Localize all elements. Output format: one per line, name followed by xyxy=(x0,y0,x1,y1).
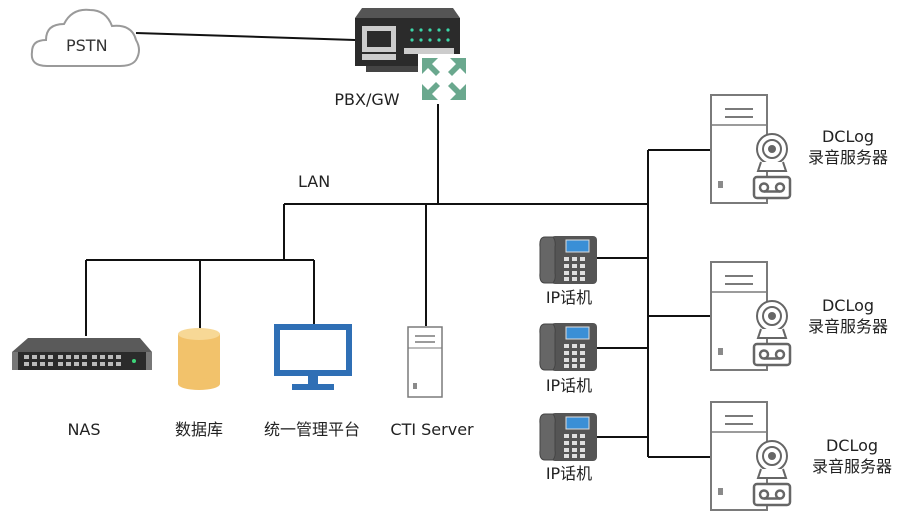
server-tower-icon xyxy=(407,326,443,398)
cti-server-label: CTI Server xyxy=(390,420,474,439)
lan-label: LAN xyxy=(298,172,331,191)
ip-phone-icon xyxy=(539,235,598,285)
connection-lines xyxy=(85,32,710,458)
dclog-label-1-subtitle: 录音服务器 xyxy=(807,148,889,167)
cloud-icon xyxy=(30,8,140,67)
platform-label: 统一管理平台 xyxy=(263,420,361,439)
nas-label: NAS xyxy=(67,420,101,439)
ip-phone-label-1: IP话机 xyxy=(545,288,593,307)
nas-rack-icon xyxy=(12,338,152,370)
webcam-icon xyxy=(756,300,788,339)
cassette-tape-icon xyxy=(752,342,792,367)
monitor-icon xyxy=(274,324,352,390)
ip-phone-icon xyxy=(539,412,598,462)
pbx-gateway-icon xyxy=(355,8,460,72)
database-label: 数据库 xyxy=(174,420,224,439)
database-cylinder-icon xyxy=(178,328,220,390)
dclog-label-3-subtitle: 录音服务器 xyxy=(811,457,893,476)
ip-phone-label-2: IP话机 xyxy=(545,376,593,395)
ip-phone-label-3: IP话机 xyxy=(545,464,593,483)
cassette-tape-icon xyxy=(752,482,792,507)
dclog-label-1-title: DCLog xyxy=(821,127,875,146)
dclog-label-3-title: DCLog xyxy=(825,436,879,455)
network-switch-icon xyxy=(418,54,470,104)
cassette-tape-icon xyxy=(752,175,792,200)
pstn-label: PSTN xyxy=(66,36,108,55)
dclog-label-2-title: DCLog xyxy=(821,296,875,315)
webcam-icon xyxy=(756,440,788,479)
webcam-icon xyxy=(756,133,788,172)
dclog-label-2-subtitle: 录音服务器 xyxy=(807,317,889,336)
pbx-label: PBX/GW xyxy=(334,90,400,109)
ip-phone-icon xyxy=(539,322,598,372)
